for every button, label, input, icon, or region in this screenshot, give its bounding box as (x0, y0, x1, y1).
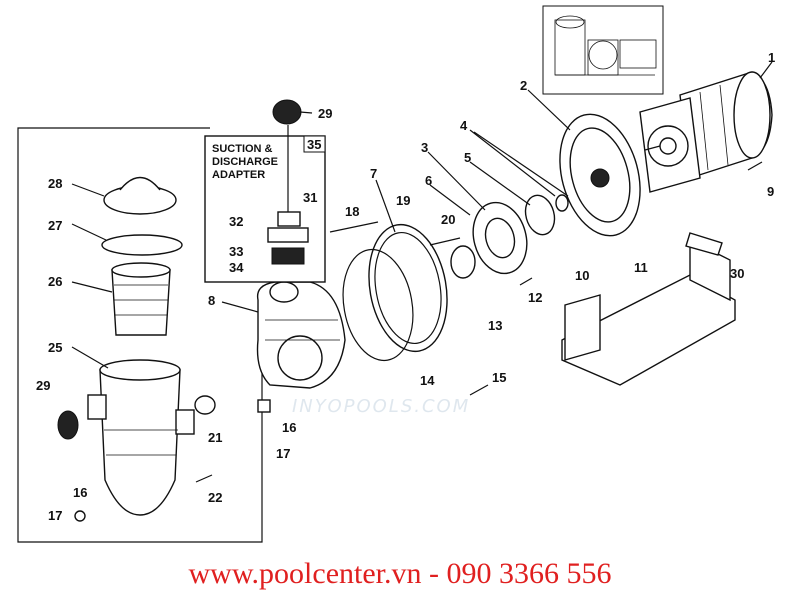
callout-labels: 1 2 3 4 5 6 7 8 9 10 11 12 13 14 15 16 1… (36, 50, 775, 523)
callout-8: 8 (208, 293, 215, 308)
callout-11: 11 (634, 260, 648, 275)
callout-28: 28 (48, 176, 62, 191)
callout-4: 4 (460, 118, 468, 133)
callout-2: 2 (520, 78, 527, 93)
watermark-text: INYOPOOLS.COM (292, 396, 470, 417)
pump-thumbnail (542, 5, 664, 95)
callout-3: 3 (421, 140, 428, 155)
callout-5: 5 (464, 150, 471, 165)
callout-20: 20 (441, 212, 455, 227)
callout-34: 34 (229, 260, 244, 275)
callout-10: 10 (575, 268, 589, 283)
adapter-title-line3: ADAPTER (212, 169, 265, 181)
strainer-group-bracket (17, 127, 263, 543)
footer-contact: www.poolcenter.vn - 090 3366 556 (188, 557, 612, 590)
part-motor-support (561, 232, 736, 386)
adapter-box-number: 35 (307, 137, 321, 152)
part-motor (639, 71, 773, 193)
callout-18: 18 (345, 204, 359, 219)
part-pump-housing (256, 281, 346, 389)
callout-17-right: 17 (276, 446, 290, 461)
leader-lines (71, 61, 773, 369)
callout-15: 15 (492, 370, 506, 385)
callout-16-right: 16 (282, 420, 296, 435)
callout-19: 19 (396, 193, 410, 208)
callout-7: 7 (370, 166, 377, 181)
callout-25: 25 (48, 340, 62, 355)
exploded-parts-diagram: INYOPOOLS.COM (17, 5, 775, 543)
callout-33: 33 (229, 244, 243, 259)
part-union-nut-top (272, 99, 302, 125)
part-diffuser (472, 194, 569, 275)
part-strainer-assembly (57, 176, 195, 522)
callout-6: 6 (425, 173, 432, 188)
adapter-title-line2: DISCHARGE (212, 156, 278, 168)
callout-9: 9 (767, 184, 774, 199)
callout-14: 14 (420, 373, 435, 388)
callout-1: 1 (768, 50, 775, 65)
callout-31: 31 (303, 190, 317, 205)
small-hardware (194, 161, 763, 483)
callout-22: 22 (208, 490, 222, 505)
callout-29-top: 29 (318, 106, 332, 121)
suction-discharge-adapter-box: 35 SUCTION & DISCHARGE ADAPTER (204, 125, 326, 283)
callout-21: 21 (208, 430, 222, 445)
callout-29-left: 29 (36, 378, 50, 393)
callout-12: 12 (528, 290, 542, 305)
callout-17-left: 17 (48, 508, 62, 523)
callout-32: 32 (229, 214, 243, 229)
part-volute-orings (342, 223, 476, 362)
callout-30: 30 (730, 266, 744, 281)
callout-26: 26 (48, 274, 62, 289)
part-seal-plate (559, 113, 641, 237)
callout-27: 27 (48, 218, 62, 233)
adapter-title-line1: SUCTION & (212, 143, 273, 155)
callout-13: 13 (488, 318, 502, 333)
callout-16-left: 16 (73, 485, 87, 500)
